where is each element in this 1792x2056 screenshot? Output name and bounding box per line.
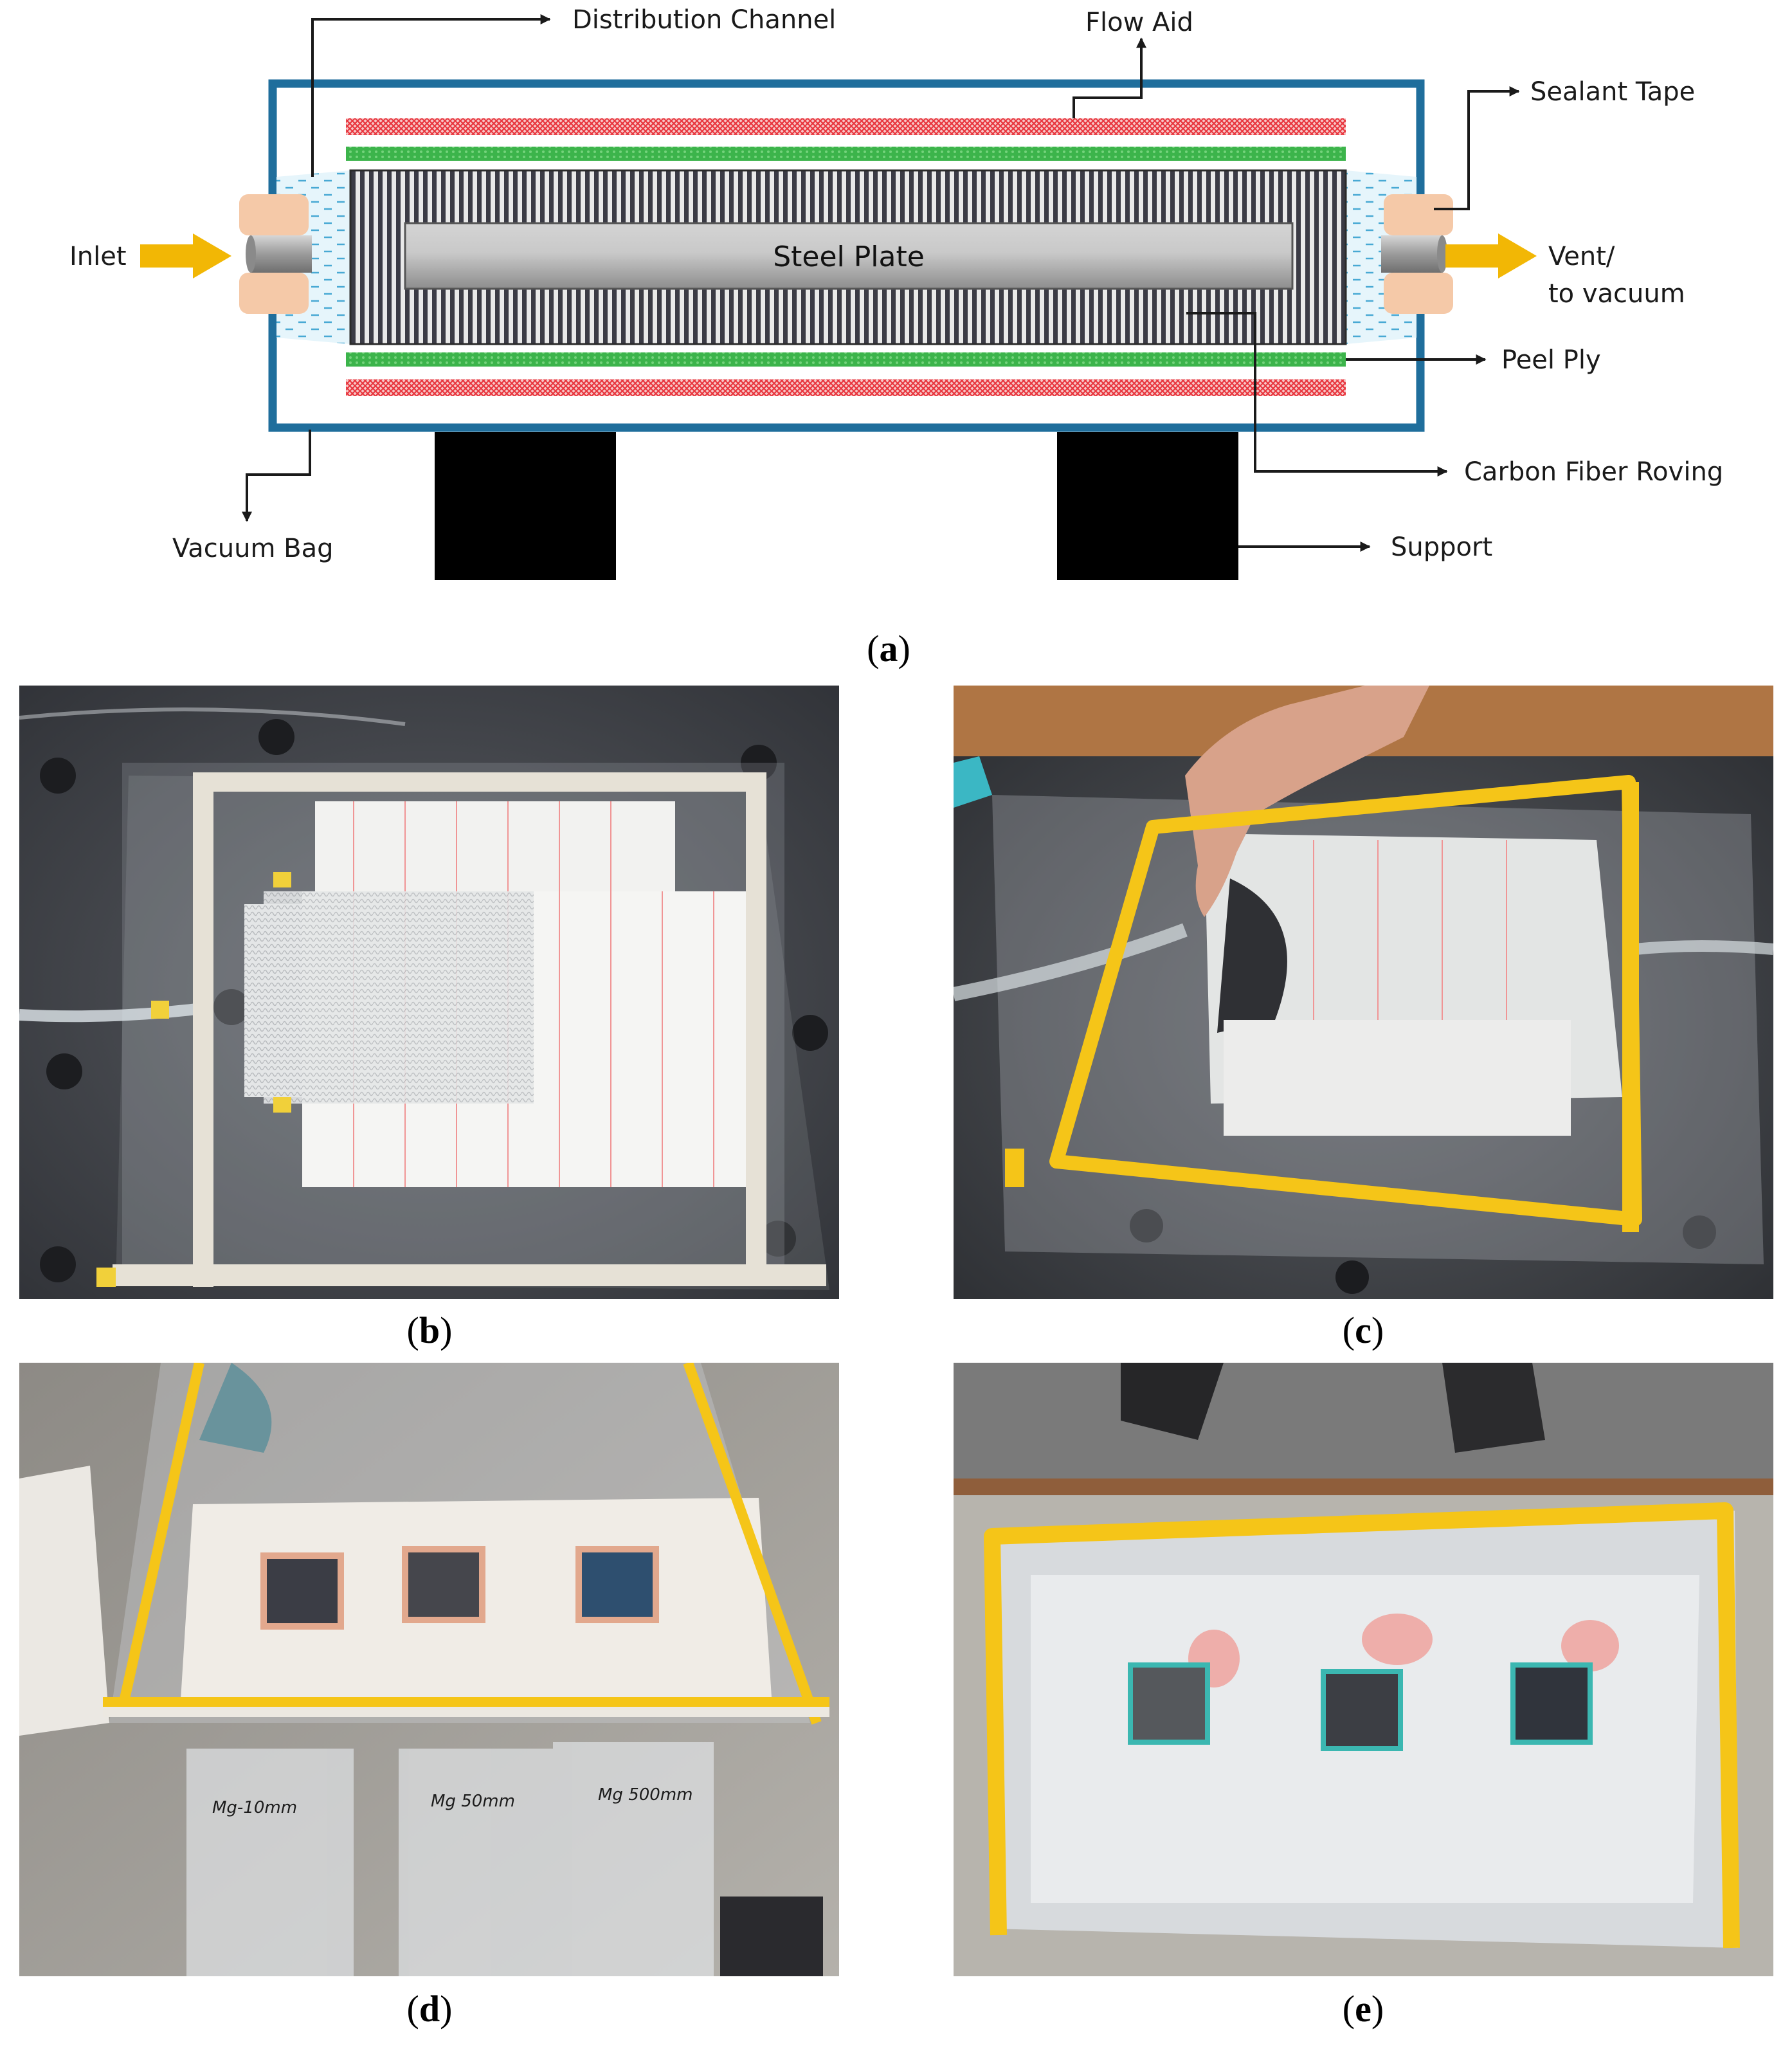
steel-plate	[404, 222, 1294, 290]
label-flow-aid: Flow Aid	[1085, 8, 1193, 37]
peel-ply-bottom	[346, 352, 1346, 367]
label-to-vacuum: to vacuum	[1548, 279, 1685, 309]
sealant-tape-right-top	[1384, 194, 1453, 235]
caption-d: (d)	[406, 1988, 453, 2030]
label-inlet: Inlet	[69, 242, 127, 271]
sealant-tape-left-bottom	[239, 273, 309, 314]
photo-e-infused-panel	[954, 1363, 1773, 1976]
flow-aid-top	[346, 118, 1346, 135]
label-carbon-fiber-roving: Carbon Fiber Roving	[1464, 457, 1723, 487]
vent-arrow	[1445, 233, 1537, 278]
photo-c-bagging	[954, 686, 1773, 1299]
sealant-tape-left-top	[239, 194, 309, 235]
label-vent: Vent/	[1548, 242, 1615, 271]
label-peel-ply: Peel Ply	[1501, 345, 1601, 375]
photo-d-specimens: Mg-10mm Mg 50mm Mg 500mm	[19, 1363, 839, 1976]
inlet-tube	[251, 235, 312, 273]
support-right	[1057, 432, 1238, 580]
sealant-tape-right-bottom	[1384, 273, 1453, 314]
caption-e: (e)	[1342, 1988, 1384, 2030]
specimens	[260, 1546, 659, 1630]
support-left	[435, 432, 616, 580]
inlet-arrow	[140, 233, 231, 278]
label-vacuum-bag: Vacuum Bag	[172, 534, 334, 563]
label-distribution-channel: Distribution Channel	[572, 5, 836, 35]
bag-label-3: Mg 500mm	[598, 1785, 692, 1805]
flow-aid-bottom	[346, 379, 1346, 396]
caption-b: (b)	[406, 1309, 453, 1351]
vent-tube	[1381, 235, 1442, 273]
leader-lines	[242, 14, 1520, 552]
vartm-schematic-diagram: Steel Plate Distribution Channel Flow Ai…	[69, 5, 1723, 580]
caption-c: (c)	[1342, 1309, 1384, 1351]
caption-a: (a)	[867, 628, 910, 669]
peel-ply-top	[346, 147, 1346, 161]
bag-label-1: Mg-10mm	[212, 1798, 297, 1817]
label-sealant-tape: Sealant Tape	[1530, 77, 1695, 107]
steel-plate-label: Steel Plate	[773, 241, 925, 273]
bag-label-2: Mg 50mm	[431, 1792, 515, 1811]
photo-b-layup	[19, 686, 839, 1299]
label-support: Support	[1391, 532, 1492, 562]
